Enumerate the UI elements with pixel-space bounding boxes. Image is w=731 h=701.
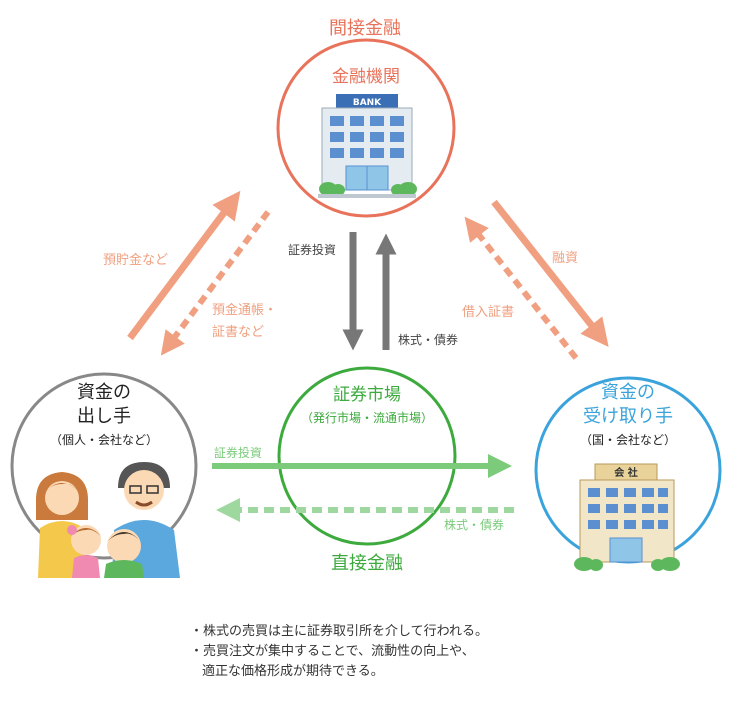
bank-sign: BANK	[353, 98, 382, 108]
loan-arrow	[491, 199, 609, 347]
note-line-3: 適正な価格形成が期待できる。	[202, 664, 384, 679]
indirect-finance-label: 間接金融	[329, 18, 401, 39]
securities-market-circle	[277, 366, 457, 546]
fund-provider-title-line2: 出し手	[77, 406, 131, 427]
securities-market-title: 証券市場	[333, 385, 401, 405]
stocks-bonds-to-bank-label: 株式・債券	[398, 332, 458, 347]
iou-label: 借入証書	[462, 305, 514, 320]
loan-label: 融資	[552, 251, 578, 266]
fund-receiver-title-line1: 資金の	[601, 382, 655, 403]
passbook-label-line2: 証書など	[212, 325, 264, 340]
direct-stocks-bonds-label: 株式・債券	[444, 517, 504, 532]
deposit-label: 預貯金など	[103, 252, 168, 268]
fund-provider-title-line1: 資金の	[77, 382, 131, 403]
fund-provider-subtitle: （個人・会社など）	[50, 432, 158, 447]
bank-building-icon: BANK	[318, 94, 417, 198]
family-illustration	[36, 462, 180, 578]
deposit-arrow	[127, 190, 241, 341]
iou-arrow	[464, 216, 579, 360]
company-sign: 会 社	[614, 466, 637, 479]
direct-invest-label: 証券投資	[214, 445, 262, 460]
direct-finance-label: 直接金融	[331, 553, 403, 574]
fund-receiver-title-line2: 受け取り手	[583, 406, 673, 427]
company-building-icon: 会 社	[574, 463, 680, 571]
notes: ・株式の売買は主に証券取引所を介して行われる。 ・売買注文が集中することで、流動…	[190, 622, 650, 682]
passbook-arrow	[160, 210, 271, 356]
note-line-2: ・売買注文が集中することで、流動性の向上や、	[190, 644, 475, 659]
financial-institution-title: 金融機関	[332, 67, 400, 87]
fund-receiver-subtitle: （国・会社など）	[580, 432, 676, 447]
bank-invest-label: 証券投資	[288, 242, 336, 257]
note-line-1: ・株式の売買は主に証券取引所を介して行われる。	[190, 624, 488, 639]
securities-market-subtitle: （発行市場・流通市場）	[301, 410, 433, 425]
passbook-label-line1: 預金通帳・	[212, 302, 277, 318]
